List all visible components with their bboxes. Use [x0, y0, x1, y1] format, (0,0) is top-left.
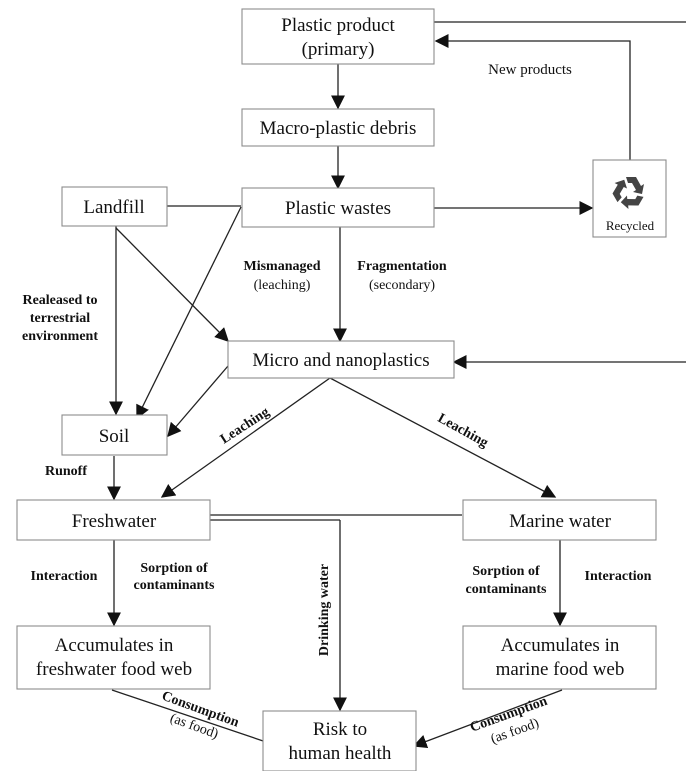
arrow-landfill-to-micro [115, 227, 229, 342]
marine-food-web-box [462, 625, 657, 690]
arrow-micro-to-marine [329, 377, 557, 498]
arrow-recycled-to-product [434, 34, 631, 160]
plastic-product-subtitle: (primary) [302, 39, 375, 60]
mismanaged-label: Mismanaged [244, 259, 321, 274]
risk-line1: Risk to [313, 719, 367, 740]
arrow-fwweb-to-risk [111, 689, 286, 751]
marine-water-box [462, 499, 657, 541]
micro-nano-label: Micro and nanoplastics [252, 350, 429, 371]
macro-debris-label: Macro-plastic debris [260, 118, 417, 139]
marine-food-web-line1: Accumulates in [501, 635, 620, 656]
arrow-micro-to-soil [167, 365, 229, 438]
plastic-wastes-label: Plastic wastes [285, 198, 391, 219]
recycled-box [592, 159, 667, 238]
sorption-left-line2: contaminants [134, 578, 215, 593]
released-line3: environment [22, 329, 98, 344]
arrow-micro-to-freshwater [160, 377, 331, 498]
landfill-label: Landfill [83, 197, 144, 218]
marine-food-web-line2: marine food web [496, 659, 625, 680]
fw-food-web-line1: Accumulates in [55, 635, 174, 656]
interaction-right-label: Interaction [585, 569, 652, 584]
plastic-product-title: Plastic product [281, 15, 395, 36]
plastic-wastes-box [241, 187, 435, 228]
recycled-label: Recycled [606, 218, 655, 233]
runoff-label: Runoff [45, 464, 87, 479]
leaching-paren-label: (leaching) [254, 278, 311, 293]
arrow-mweb-to-risk [412, 689, 563, 749]
macro-debris-box [241, 108, 435, 147]
boxes [16, 8, 667, 771]
arrow-wastes-to-soil [136, 206, 242, 420]
recycle-icon [612, 177, 644, 209]
risk-box [262, 710, 417, 771]
sorption-right-line2: contaminants [466, 582, 547, 597]
fw-food-web-line2: freshwater food web [36, 659, 192, 680]
micro-nano-box [227, 340, 455, 379]
plastic-product-box [241, 8, 435, 65]
leaching-right-label: Leaching [435, 411, 491, 451]
connectors [107, 21, 686, 751]
drinking-water-label: Drinking water [317, 564, 332, 656]
sorption-left-line1: Sorption of [140, 561, 208, 576]
interaction-left-label: Interaction [31, 569, 98, 584]
landfill-box [61, 186, 168, 227]
risk-line2: human health [289, 743, 392, 764]
marine-water-label: Marine water [509, 511, 611, 532]
soil-label: Soil [99, 426, 130, 447]
sorption-right-line1: Sorption of [472, 564, 540, 579]
consumption-right-label-group: Consumption (as food) [468, 694, 549, 747]
fw-food-web-box [16, 625, 211, 690]
secondary-paren-label: (secondary) [369, 278, 435, 293]
leaching-left-label: Leaching [218, 405, 272, 448]
new-products-label: New products [488, 62, 572, 78]
soil-box [61, 414, 168, 456]
released-line2: terrestrial [30, 311, 90, 326]
fragmentation-label: Fragmentation [357, 259, 447, 274]
freshwater-box [16, 499, 211, 541]
freshwater-label: Freshwater [72, 511, 157, 532]
released-line1: Realeased to [22, 293, 97, 308]
